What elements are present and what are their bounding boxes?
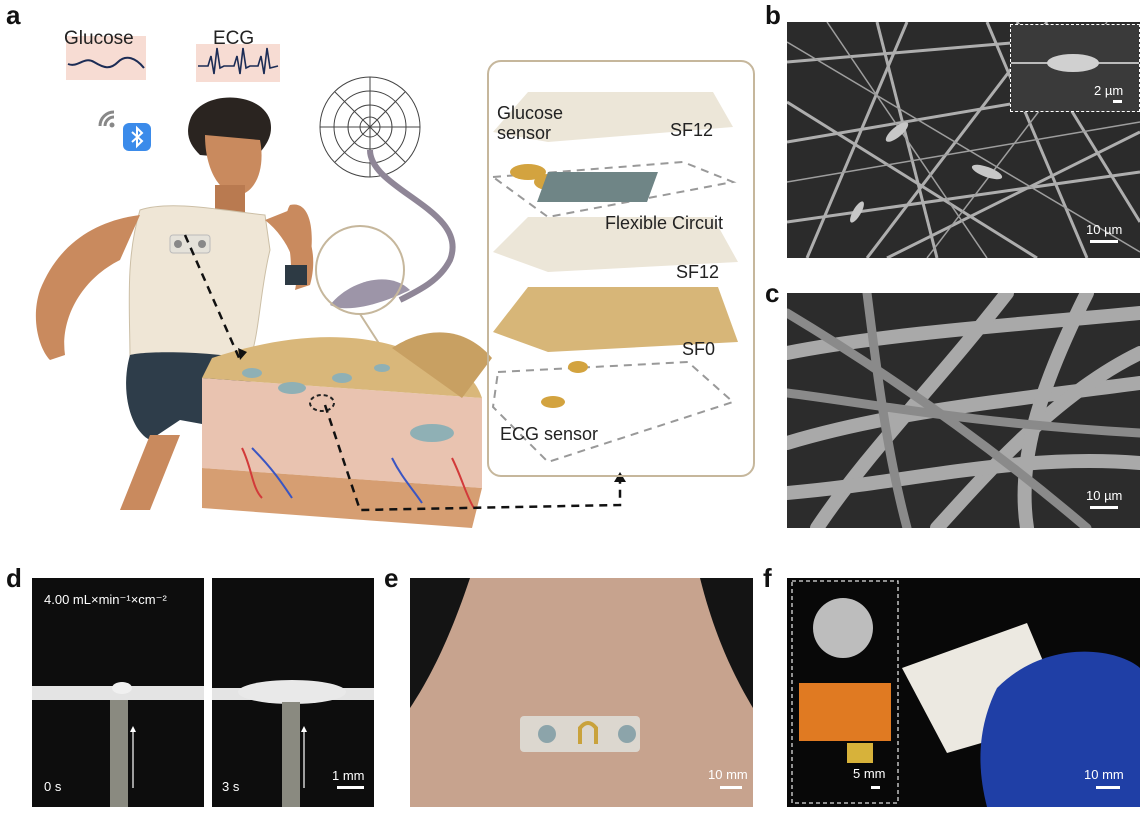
glucose-wave-icon	[67, 56, 145, 69]
panel-c-scale-bar	[1090, 506, 1118, 509]
layer-stack-illustration	[490, 92, 738, 464]
panel-f-label: f	[763, 563, 772, 593]
spider-web-icon	[319, 76, 421, 178]
panel-a-label: a	[6, 0, 21, 30]
panel-d-time-left: 0 s	[44, 779, 62, 794]
spindle-knot-illustration	[330, 150, 456, 309]
ecg-sensor-label: ECG sensor	[500, 424, 599, 444]
panel-e-label: e	[384, 563, 399, 593]
bluetooth-icon	[123, 123, 151, 151]
panel-f-scale-bar	[1096, 786, 1120, 789]
panel-d-photo-left	[32, 578, 204, 807]
glucose-sensor-label: Glucose sensor	[497, 103, 564, 143]
panel-d-time-right: 3 s	[222, 779, 240, 794]
panel-e-scale-bar	[720, 786, 742, 789]
skin-patch-illustration	[202, 332, 492, 528]
panel-f-inset-scale-bar	[871, 786, 880, 789]
glucose-signal-box	[66, 36, 146, 80]
panel-e-scale-text: 10 mm	[708, 767, 748, 782]
wifi-icon	[98, 110, 115, 128]
panel-d-flow-rate: 4.00 mL×min⁻¹×cm⁻²	[44, 592, 167, 607]
panel-c-scale-text: 10 µm	[1086, 488, 1123, 503]
panel-b-scale-text: 10 µm	[1086, 222, 1123, 237]
ecg-signal-box	[196, 44, 280, 82]
layer-stack-box	[487, 60, 755, 477]
magnifier-circle	[315, 225, 405, 346]
panel-f-inset-scale-text: 5 mm	[853, 766, 886, 781]
glucose-title: Glucose	[64, 28, 134, 49]
sf0-label: SF0	[682, 339, 716, 359]
panel-d-scale-bar	[337, 786, 364, 789]
dashed-arrows	[183, 234, 626, 512]
panel-f-photo	[787, 578, 1140, 807]
panel-b-scale-bar	[1090, 240, 1118, 243]
panel-b-inset-scale-text: 2 µm	[1094, 83, 1124, 98]
panel-b-inset	[1010, 24, 1140, 112]
panel-e-photo	[410, 578, 753, 807]
panel-f-scale-text: 10 mm	[1084, 767, 1124, 782]
ecg-wave-icon	[198, 47, 279, 75]
ecg-title: ECG	[213, 28, 255, 49]
runner-illustration	[35, 97, 314, 510]
panel-d-label: d	[6, 563, 22, 593]
panel-c-label: c	[765, 278, 780, 308]
flexible-circuit-label: Flexible Circuit	[605, 213, 724, 233]
panel-d-photo-right	[212, 578, 374, 807]
sf12-top-label: SF12	[670, 120, 714, 140]
panel-b-label: b	[765, 0, 781, 30]
sf12-mid-label: SF12	[676, 262, 720, 282]
panel-c-sem-image	[787, 293, 1140, 528]
panel-d-scale-text: 1 mm	[332, 768, 365, 783]
panel-b-inset-scale-bar	[1113, 100, 1122, 103]
